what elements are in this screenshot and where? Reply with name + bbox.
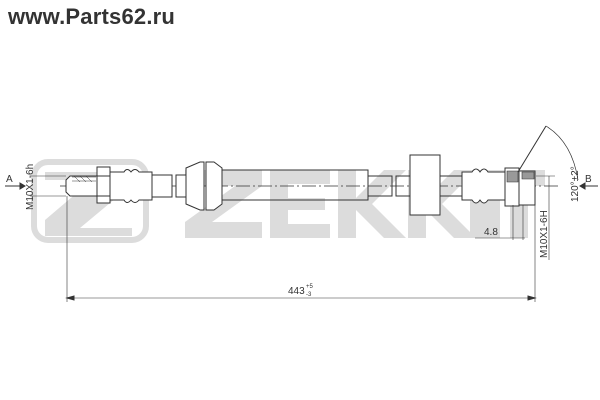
angle-label: 120°±2° [570, 166, 581, 202]
view-b-label: B [585, 174, 592, 185]
right-thread-label: M10X1-6H [539, 210, 550, 258]
view-a-label: A [6, 174, 13, 185]
length-label: 443 [288, 286, 305, 297]
site-watermark: www.Parts62.ru [8, 4, 176, 29]
length-tol-lower: -3 [306, 292, 312, 298]
left-thread-label: M10X1-6h [25, 164, 36, 210]
offset-label: 4.8 [484, 227, 498, 238]
hose-assembly [5, 125, 598, 302]
length-tol-upper: +5 [306, 284, 314, 290]
